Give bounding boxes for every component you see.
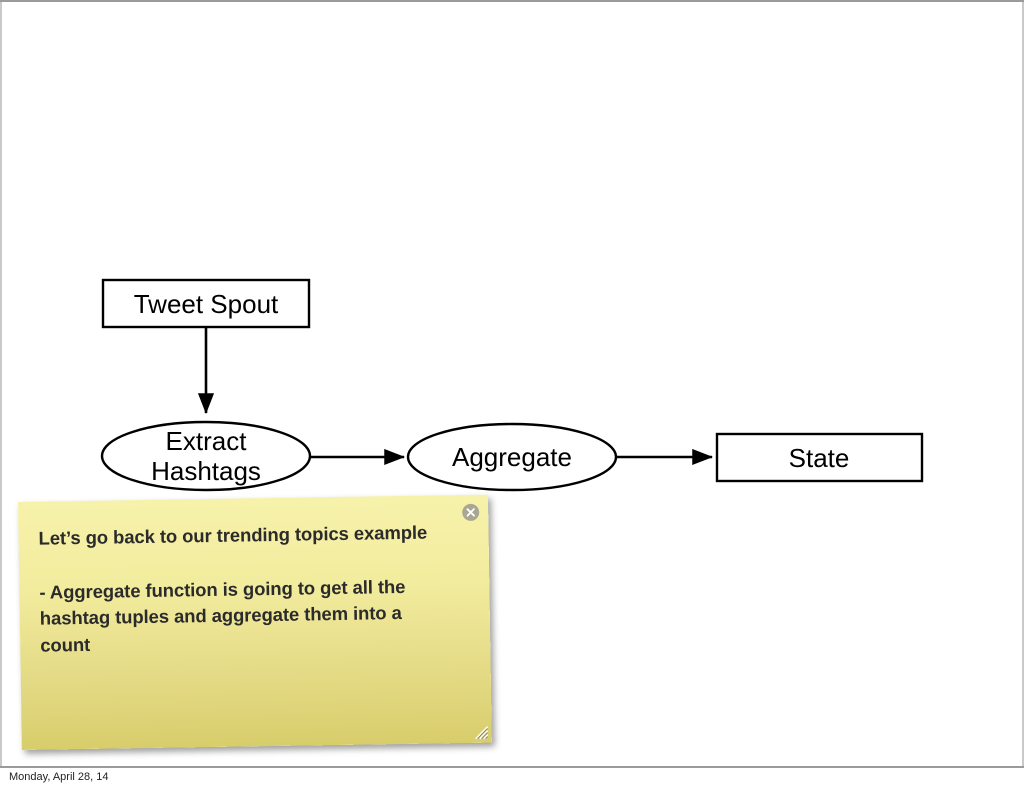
node-aggregate-label: Aggregate (452, 442, 572, 472)
sticky-note-text: Let’s go back to our trending topics exa… (38, 521, 428, 656)
node-state[interactable] (715, 432, 924, 483)
node-aggregate[interactable] (406, 422, 618, 492)
slide-canvas: Tweet Spout Extract Hashtags Aggregate S… (0, 0, 1024, 768)
node-state-label: State (789, 443, 850, 473)
node-tweet-spout[interactable] (101, 278, 311, 329)
node-extract-hashtags[interactable] (100, 420, 312, 492)
node-extract-hashtags-label-line1: Extract (166, 426, 248, 456)
resize-grip-icon[interactable] (473, 724, 489, 740)
node-extract-hashtags-label-line2: Hashtags (151, 456, 261, 486)
sticky-note[interactable]: Let’s go back to our trending topics exa… (18, 494, 492, 750)
close-icon[interactable] (462, 503, 480, 522)
slide-footer: Monday, April 28, 14 (0, 768, 1024, 788)
node-tweet-spout-label: Tweet Spout (134, 289, 279, 319)
footer-date: Monday, April 28, 14 (9, 771, 109, 783)
storm-topology-diagram: Tweet Spout Extract Hashtags Aggregate S… (100, 278, 924, 492)
